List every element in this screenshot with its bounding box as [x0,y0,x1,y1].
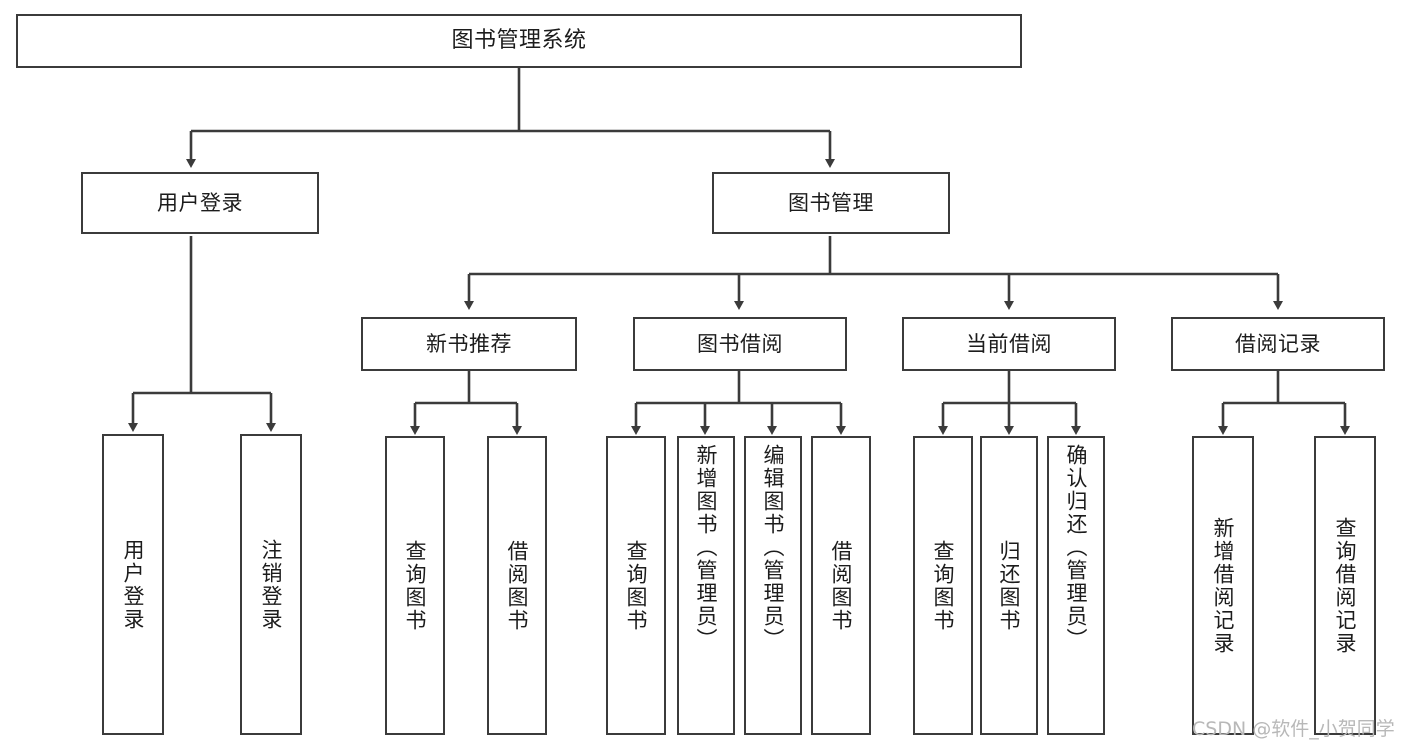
node-label: 借阅记录 [1235,331,1321,356]
node-new-book-recommend[interactable]: 新书推荐 [361,317,577,371]
leaf-add-borrow-record[interactable]: 新增借阅记录 [1192,436,1254,735]
leaf-edit-book-admin[interactable]: 编辑图书（管理员） [744,436,802,735]
node-label: 归还图书 [997,539,1022,632]
csdn-watermark: CSDN @软件_小贺同学 [1192,718,1395,740]
node-label: 查询借阅记录 [1333,516,1358,655]
node-label: 新增图书（管理员） [694,444,719,651]
node-label: 查询图书 [403,539,428,632]
leaf-query-book-borrow[interactable]: 查询图书 [606,436,666,735]
leaf-borrow-book[interactable]: 借阅图书 [811,436,871,735]
leaf-user-login[interactable]: 用户登录 [102,434,164,735]
node-label: 编辑图书（管理员） [761,444,786,651]
leaf-query-book-current[interactable]: 查询图书 [913,436,973,735]
node-label: 确认归还（管理员） [1064,444,1089,651]
node-label: 新书推荐 [426,331,512,356]
node-label: 查询图书 [931,539,956,632]
node-user-login[interactable]: 用户登录 [81,172,319,234]
node-label: 图书管理系统 [451,28,587,54]
leaf-logout-login[interactable]: 注销登录 [240,434,302,735]
node-label: 当前借阅 [966,331,1052,356]
node-label: 新增借阅记录 [1211,516,1236,655]
node-label: 借阅图书 [829,539,854,632]
leaf-return-book[interactable]: 归还图书 [980,436,1038,735]
node-label: 图书借阅 [697,331,783,356]
node-borrow-record[interactable]: 借阅记录 [1171,317,1385,371]
leaf-query-book-recommend[interactable]: 查询图书 [385,436,445,735]
node-label: 查询图书 [624,539,649,632]
node-label: 用户登录 [121,538,146,631]
node-label: 图书管理 [788,190,874,215]
node-label: 用户登录 [157,190,243,215]
leaf-confirm-return-admin[interactable]: 确认归还（管理员） [1047,436,1105,735]
leaf-query-borrow-record[interactable]: 查询借阅记录 [1314,436,1376,735]
node-book-management-system[interactable]: 图书管理系统 [16,14,1022,68]
node-label: 注销登录 [259,538,284,631]
leaf-borrow-book-recommend[interactable]: 借阅图书 [487,436,547,735]
node-book-management[interactable]: 图书管理 [712,172,950,234]
node-label: 借阅图书 [505,539,530,632]
node-book-borrow[interactable]: 图书借阅 [633,317,847,371]
leaf-add-book-admin[interactable]: 新增图书（管理员） [677,436,735,735]
node-current-borrow[interactable]: 当前借阅 [902,317,1116,371]
